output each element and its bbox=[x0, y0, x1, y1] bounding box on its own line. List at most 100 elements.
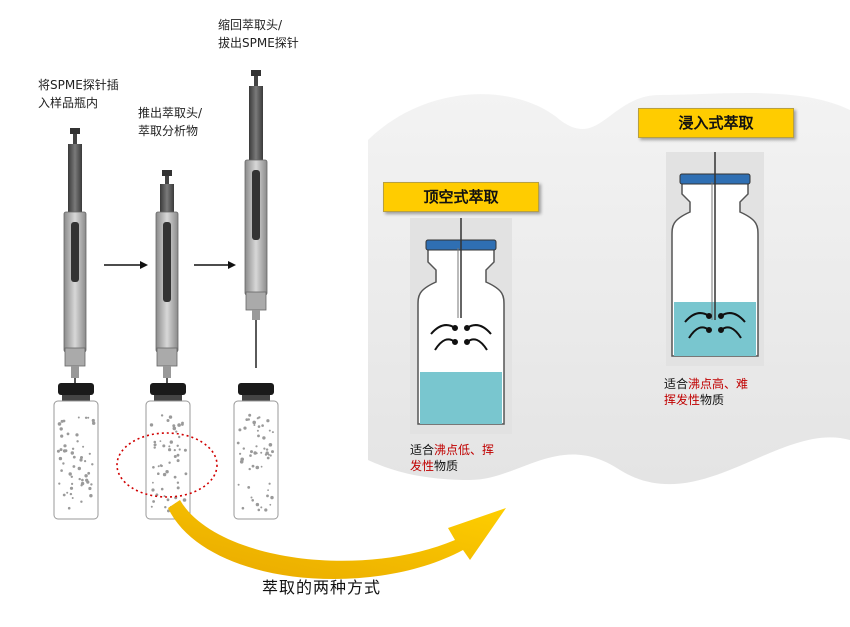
transition-arrow bbox=[168, 500, 506, 580]
sample-particle bbox=[82, 445, 85, 448]
sample-particle bbox=[239, 452, 242, 455]
sample-particle bbox=[252, 420, 256, 425]
sample-particle bbox=[178, 435, 181, 439]
sample-particle bbox=[257, 508, 261, 512]
sample-particle bbox=[157, 465, 160, 468]
sample-particle bbox=[271, 450, 274, 454]
sample-particle bbox=[56, 449, 60, 453]
sample-particle bbox=[159, 464, 163, 467]
sample-particle bbox=[263, 447, 266, 450]
sample-particle bbox=[166, 419, 170, 422]
immersion-caption-red1: 沸点高、难 bbox=[688, 377, 749, 391]
sample-particle bbox=[157, 472, 160, 476]
sample-particle bbox=[163, 495, 166, 498]
sample-particle bbox=[248, 467, 251, 471]
sample-particle bbox=[149, 423, 154, 427]
sample-particle bbox=[62, 462, 65, 465]
sample-particle bbox=[267, 453, 270, 456]
sample-particle bbox=[240, 457, 244, 462]
sample-particle bbox=[257, 425, 261, 428]
step-2-line1: 推出萃取头/ bbox=[138, 106, 203, 120]
sample-particle bbox=[88, 452, 91, 455]
sample-particle bbox=[160, 487, 164, 491]
vial-1 bbox=[53, 383, 99, 520]
sample-particle bbox=[90, 483, 93, 486]
flow-arrow-head bbox=[718, 327, 724, 333]
sample-particle bbox=[176, 453, 180, 457]
sample-particle bbox=[182, 498, 187, 502]
headspace-vial bbox=[410, 218, 512, 434]
headspace-caption-red2: 发性 bbox=[410, 459, 435, 473]
sample-particle bbox=[67, 506, 71, 510]
sample-particle bbox=[172, 424, 176, 428]
sample-particle bbox=[57, 422, 62, 426]
sample-particle bbox=[79, 458, 83, 462]
sample-particle bbox=[176, 486, 180, 490]
flow-arrow-head bbox=[452, 325, 458, 331]
step-1-line2: 入样品瓶内 bbox=[38, 96, 99, 110]
sample-particle bbox=[264, 508, 268, 512]
sample-particle bbox=[237, 483, 240, 486]
sample-particle bbox=[72, 455, 76, 459]
sample-particle bbox=[66, 432, 70, 436]
step-2-line2: 萃取分析物 bbox=[138, 124, 199, 138]
sample-particle bbox=[71, 497, 74, 499]
sample-particle bbox=[84, 460, 87, 463]
sample-particle bbox=[269, 454, 272, 457]
sample-particle bbox=[80, 500, 83, 503]
flow-arrow-head bbox=[464, 325, 470, 331]
sample-particle bbox=[162, 472, 167, 477]
sample-particle bbox=[266, 456, 270, 460]
sample-particle bbox=[176, 444, 179, 447]
immersion-caption-prefix: 适合 bbox=[664, 377, 689, 391]
sample-particle bbox=[63, 444, 67, 448]
sample-particle bbox=[253, 451, 257, 455]
sample-particle bbox=[151, 488, 155, 492]
headspace-caption-suffix: 物质 bbox=[434, 459, 459, 473]
sample-particle bbox=[87, 471, 91, 475]
immersion-caption-red2: 挥发性 bbox=[664, 393, 701, 407]
sample-particle bbox=[68, 472, 72, 476]
sample-particle bbox=[168, 445, 171, 448]
sample-particle bbox=[60, 419, 64, 423]
sample-particle bbox=[168, 415, 173, 419]
sample-particle bbox=[59, 448, 63, 452]
sample-particle bbox=[258, 416, 261, 419]
sample-particle bbox=[260, 451, 263, 454]
sample-particle bbox=[245, 418, 249, 421]
sample-particle bbox=[243, 426, 247, 430]
sample-particle bbox=[88, 486, 92, 491]
sample-particle bbox=[267, 489, 269, 491]
sample-particle bbox=[261, 424, 264, 427]
sample-particle bbox=[77, 416, 80, 419]
sample-particle bbox=[169, 440, 173, 444]
sample-particle bbox=[71, 447, 75, 450]
sample-particle bbox=[183, 448, 187, 452]
sample-particle bbox=[153, 446, 156, 449]
sample-particle bbox=[268, 482, 271, 485]
sample-particle bbox=[172, 426, 177, 431]
step-2-label: 推出萃取头/ 萃取分析物 bbox=[138, 104, 202, 140]
sample-particle bbox=[168, 448, 172, 452]
sample-particle bbox=[248, 413, 252, 417]
sample-particle bbox=[80, 456, 83, 459]
sample-particle bbox=[62, 449, 67, 453]
sample-particle bbox=[178, 448, 181, 451]
sample-particle bbox=[250, 496, 253, 499]
flow-arrow-head bbox=[718, 313, 724, 319]
sample-particle bbox=[70, 475, 74, 478]
syringe-insert bbox=[63, 128, 87, 420]
step-1-label: 将SPME探针插 入样品瓶内 bbox=[38, 76, 119, 112]
sample-particle bbox=[184, 472, 188, 476]
immersion-title: 浸入式萃取 bbox=[638, 108, 794, 138]
sample-particle bbox=[165, 470, 169, 474]
sample-particle bbox=[58, 456, 63, 461]
immersion-vial bbox=[666, 152, 764, 366]
sample-particle bbox=[75, 433, 79, 437]
sample-particle bbox=[78, 477, 81, 481]
sample-particle bbox=[266, 494, 269, 498]
sample-particle bbox=[164, 506, 167, 509]
headspace-caption-prefix: 适合 bbox=[410, 443, 435, 457]
sample-particle bbox=[160, 414, 164, 417]
step-3-line2: 拔出SPME探针 bbox=[218, 36, 299, 50]
